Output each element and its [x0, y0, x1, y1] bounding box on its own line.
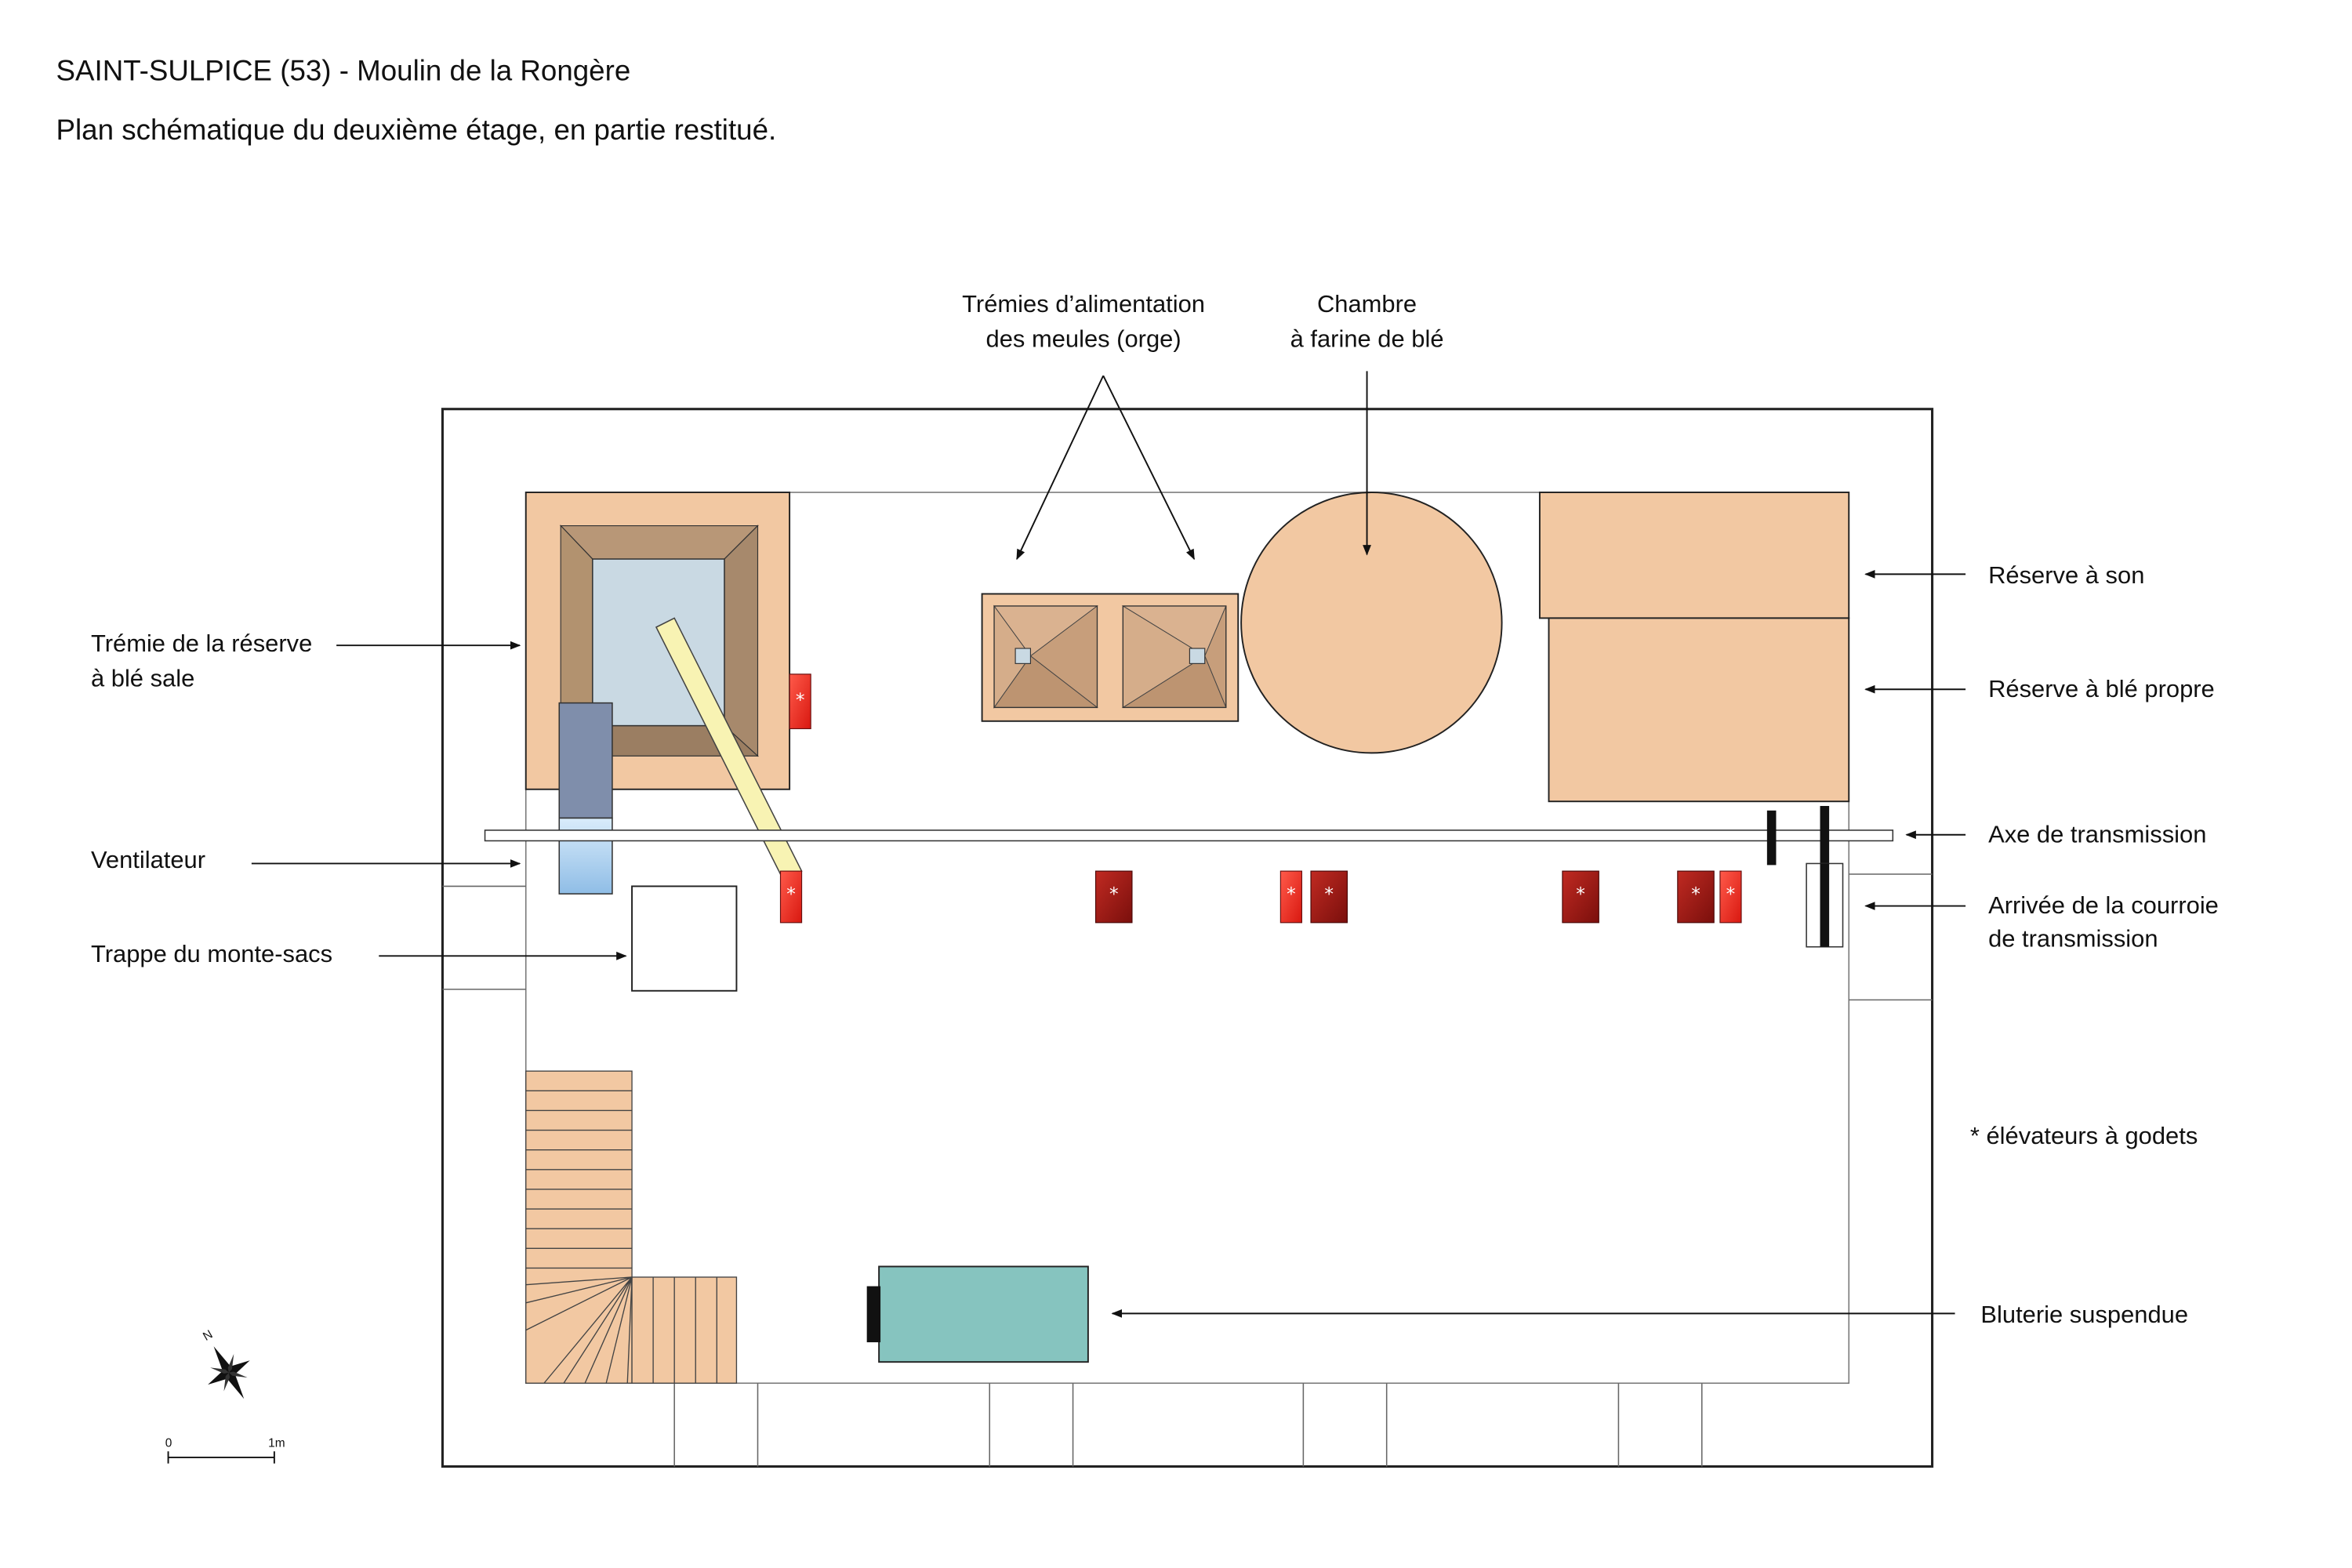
elevator: [779, 870, 803, 924]
clean-wheat-reserve: [1548, 617, 1850, 803]
elevator-marker: *: [1324, 884, 1334, 905]
page-title: SAINT-SULPICE (53) - Moulin de la Rongèr…: [56, 54, 631, 86]
belt: [1820, 863, 1830, 947]
label-dirty-wheat-hopper-line2: à blé sale: [91, 664, 194, 691]
elevator-marker: *: [796, 689, 805, 710]
scale-end-label: 1m: [268, 1436, 285, 1450]
elevator-marker: *: [1691, 884, 1700, 905]
label-bucket-elevators-note: * élévateurs à godets: [1970, 1122, 2198, 1149]
label-flour-chamber-line1: Chambre: [1317, 290, 1417, 318]
leader-feed-hopper-left: [1016, 375, 1105, 561]
label-feed-hoppers-line2: des meules (orge): [986, 325, 1181, 353]
shaft-pulley: [1766, 810, 1777, 866]
label-belt-entry-line2: de transmission: [1988, 925, 2158, 953]
label-sack-hoist-trapdoor: Trappe du monte-sacs: [91, 940, 332, 967]
elevator-marker: *: [1726, 884, 1736, 905]
label-belt-entry-line1: Arrivée de la courroie: [1988, 891, 2219, 919]
bottom-wall-openings: [673, 1383, 1703, 1467]
ventilator: [558, 702, 613, 895]
elevator: [1677, 870, 1715, 924]
leader-feed-hopper-right: [1102, 375, 1196, 561]
elevator: [1562, 870, 1599, 924]
elevator: [789, 673, 811, 730]
label-feed-hoppers-line1: Trémies d’alimentation: [962, 290, 1205, 318]
label-ventilator: Ventilateur: [91, 846, 205, 873]
elevator: [1310, 870, 1348, 924]
label-dirty-wheat-hopper-line1: Trémie de la réserve: [91, 630, 312, 657]
wheat-flour-chamber: [1240, 492, 1503, 754]
label-clean-wheat-reserve: Réserve à blé propre: [1988, 675, 2215, 702]
right-wall-opening: [1849, 873, 1933, 1001]
inner-wall: [524, 492, 1850, 1385]
label-transmission-shaft: Axe de transmission: [1988, 820, 2206, 848]
bran-reserve: [1538, 492, 1850, 619]
label-bran-reserve: Réserve à son: [1988, 561, 2144, 589]
compass-north-label: N: [201, 1327, 215, 1343]
compass-rose: [208, 1346, 250, 1399]
bucket-elevators: * * * * * * * *: [779, 673, 1742, 924]
elevator: [1094, 870, 1133, 924]
staircase: [525, 1070, 738, 1384]
elevator-marker: *: [1109, 884, 1119, 905]
page-subtitle: Plan schématique du deuxième étage, en p…: [56, 114, 777, 146]
elevator-marker: *: [1576, 884, 1585, 905]
elevator-marker: *: [1287, 884, 1296, 905]
scale-bar: [167, 1451, 275, 1464]
label-flour-chamber-line2: à farine de blé: [1290, 325, 1444, 353]
suspended-bolter: [878, 1265, 1089, 1363]
elevator-marker: *: [786, 884, 796, 905]
bolter-end: [866, 1286, 881, 1343]
transmission-shaft: [484, 829, 1894, 842]
elevator: [1719, 870, 1742, 924]
sack-hoist-trapdoor: [631, 885, 738, 992]
left-wall-opening: [442, 885, 526, 990]
scale-start-label: 0: [165, 1436, 172, 1450]
millstone-feed-hoppers: [981, 593, 1240, 722]
label-suspended-bolter: Bluterie suspendue: [1980, 1301, 2188, 1328]
elevator: [1279, 870, 1303, 924]
shaft-pulley: [1820, 806, 1830, 866]
